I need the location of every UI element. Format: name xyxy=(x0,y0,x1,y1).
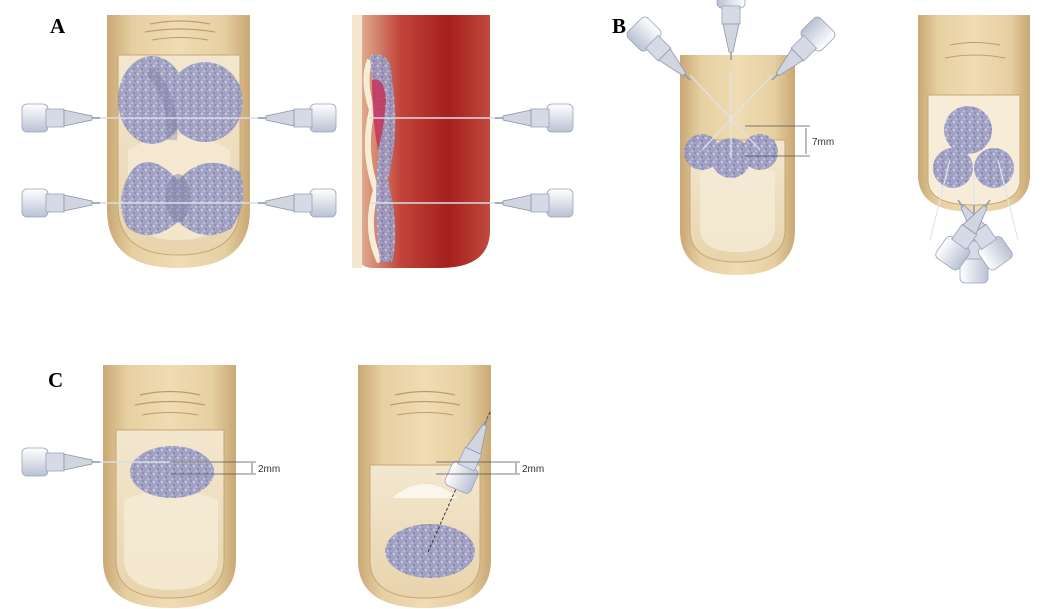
needle-a2-lower xyxy=(495,189,573,217)
needle-b1-left xyxy=(625,15,700,90)
needle-a1-right-lower xyxy=(258,189,336,217)
needle-a1-left-lower xyxy=(22,189,100,217)
finger-a2-side-view xyxy=(352,15,490,268)
needle-b1-top xyxy=(717,0,745,60)
measure-label-2mm-c1: 2mm xyxy=(258,464,280,475)
tumor-c2 xyxy=(385,524,475,578)
needle-c1-left xyxy=(22,448,100,476)
finger-a1 xyxy=(107,15,250,268)
needle-b1-right xyxy=(762,15,837,90)
needle-a2-upper xyxy=(495,104,573,132)
measure-label-2mm-c2: 2mm xyxy=(522,464,544,475)
needle-a1-left-upper xyxy=(22,104,100,132)
tumor-c1 xyxy=(130,446,214,498)
needle-a1-right-upper xyxy=(258,104,336,132)
measure-label-7mm: 7mm xyxy=(812,137,834,148)
